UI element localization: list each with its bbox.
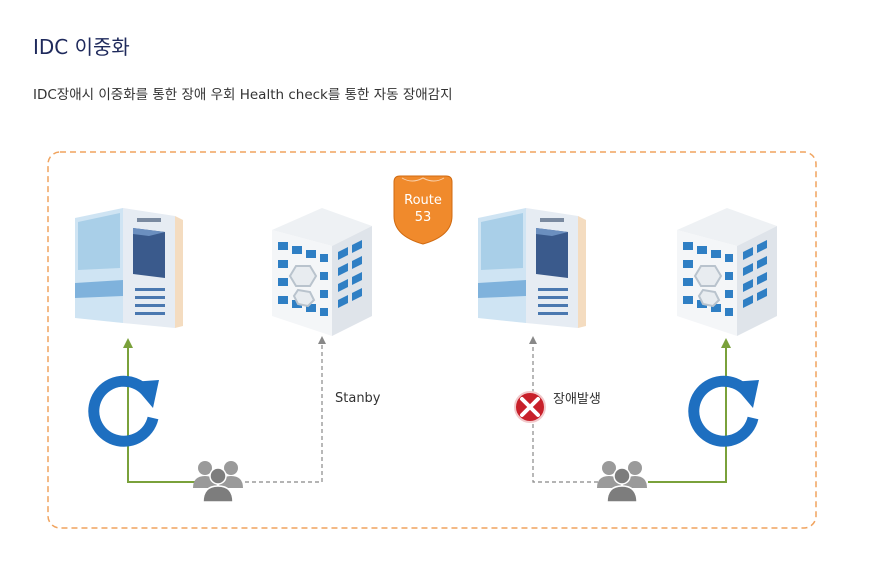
server-icon — [478, 208, 586, 328]
users-icon — [596, 460, 648, 503]
right-connections — [529, 336, 731, 483]
building-icon — [271, 207, 373, 337]
server-icon — [75, 208, 183, 328]
building-icon — [676, 207, 778, 337]
error-icon — [514, 391, 546, 423]
refresh-icon — [94, 380, 159, 441]
diagram-frame — [47, 151, 817, 529]
route53-label-line2: 53 — [415, 210, 432, 225]
users-icon — [192, 460, 244, 503]
standby-label: Stanby — [335, 391, 381, 406]
page-title: IDC 이중화 — [33, 35, 130, 59]
left-connections — [123, 336, 326, 483]
route53-label-line1: Route — [404, 193, 442, 208]
failure-label: 장애발생 — [553, 392, 601, 407]
page-subtitle: IDC장애시 이중화를 통한 장애 우회 Health check를 통한 자동… — [33, 87, 453, 103]
route53-badge: Route 53 — [393, 175, 453, 245]
